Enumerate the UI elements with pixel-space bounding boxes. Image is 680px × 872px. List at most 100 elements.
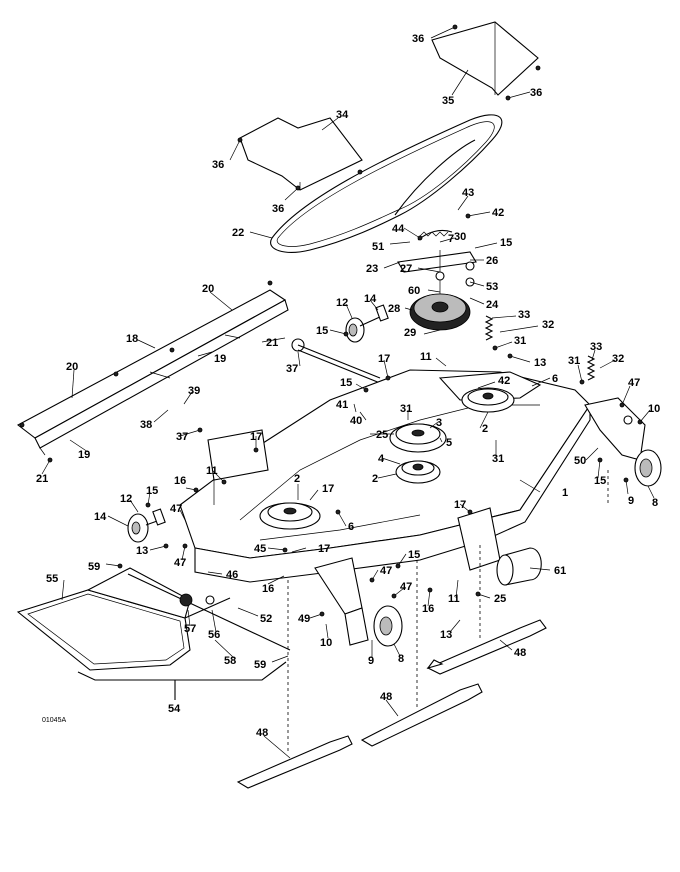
callout-15: 15 xyxy=(340,377,352,389)
callout-31: 31 xyxy=(514,335,526,347)
callout-55: 55 xyxy=(46,573,58,585)
callout-47: 47 xyxy=(400,581,412,593)
callout-45: 45 xyxy=(254,543,266,555)
callout-19: 19 xyxy=(78,449,90,461)
callout-2: 2 xyxy=(482,423,488,435)
callout-3: 3 xyxy=(436,417,442,429)
callout-2: 2 xyxy=(294,473,300,485)
callout-16: 16 xyxy=(422,603,434,615)
callout-42: 42 xyxy=(498,375,510,387)
callout-40: 40 xyxy=(350,415,362,427)
callout-35: 35 xyxy=(442,95,454,107)
callout-11: 11 xyxy=(448,593,460,605)
callout-31: 31 xyxy=(400,403,412,415)
callout-10: 10 xyxy=(648,403,660,415)
callout-57: 57 xyxy=(184,623,196,635)
callout-21: 21 xyxy=(266,337,278,349)
chute-hinge-rod xyxy=(127,573,291,651)
callout-13: 13 xyxy=(534,357,546,369)
callout-20: 20 xyxy=(202,283,214,295)
callout-12: 12 xyxy=(336,297,348,309)
callout-12: 12 xyxy=(120,493,132,505)
callout-13: 13 xyxy=(440,629,452,641)
callout-5: 5 xyxy=(446,437,452,449)
callout-8: 8 xyxy=(398,653,404,665)
callout-11: 11 xyxy=(420,351,432,363)
callout-58: 58 xyxy=(224,655,236,667)
callout-36: 36 xyxy=(530,87,542,99)
anti-scalp-wheel-right xyxy=(634,449,662,487)
callout-9: 9 xyxy=(368,655,374,667)
front-hanger-bracket xyxy=(314,557,369,646)
callout-1: 1 xyxy=(562,487,568,499)
callout-25: 25 xyxy=(376,429,388,441)
callout-11: 11 xyxy=(206,465,218,477)
callout-37: 37 xyxy=(286,363,298,375)
callout-15: 15 xyxy=(594,475,606,487)
callout-48: 48 xyxy=(514,647,526,659)
callout-17: 17 xyxy=(378,353,390,365)
callout-61: 61 xyxy=(554,565,566,577)
callout-30: 30 xyxy=(454,231,466,243)
callout-26: 26 xyxy=(486,255,498,267)
callout-29: 29 xyxy=(404,327,416,339)
callout-48: 48 xyxy=(380,691,392,703)
bracket-54 xyxy=(77,661,287,700)
callout-48: 48 xyxy=(256,727,268,739)
callout-17: 17 xyxy=(322,483,334,495)
idler-pulley xyxy=(409,293,471,331)
callout-13: 13 xyxy=(136,545,148,557)
callout-8: 8 xyxy=(652,497,658,509)
callout-27: 27 xyxy=(400,263,412,275)
callout-50: 50 xyxy=(574,455,586,467)
callout-49: 49 xyxy=(298,613,310,625)
callout-31: 31 xyxy=(492,453,504,465)
callout-4: 4 xyxy=(378,453,385,465)
callout-46: 46 xyxy=(226,569,238,581)
pivot-rod xyxy=(291,338,381,384)
callout-7: 7 xyxy=(448,233,454,245)
callout-36: 36 xyxy=(412,33,424,45)
callout-56: 56 xyxy=(208,629,220,641)
callout-labels: 36 35 36 34 36 36 22 43 42 44 30 7 51 15… xyxy=(36,33,660,739)
blade-center xyxy=(360,683,483,747)
callout-15: 15 xyxy=(146,485,158,497)
callout-17: 17 xyxy=(454,499,466,511)
callout-15: 15 xyxy=(408,549,420,561)
callout-16: 16 xyxy=(262,583,274,595)
callout-47: 47 xyxy=(628,377,640,389)
callout-2: 2 xyxy=(372,473,378,485)
callout-31: 31 xyxy=(568,355,580,367)
callout-38: 38 xyxy=(140,419,152,431)
callout-23: 23 xyxy=(366,263,378,275)
callout-36: 36 xyxy=(212,159,224,171)
callout-53: 53 xyxy=(486,281,498,293)
callout-32: 32 xyxy=(542,319,554,331)
spindle-pulley-right xyxy=(461,387,515,413)
callout-6: 6 xyxy=(348,521,354,533)
belt-cover-right xyxy=(431,21,539,96)
gauge-wheel-left xyxy=(127,508,166,543)
alignment-lines xyxy=(287,470,609,752)
callout-52: 52 xyxy=(260,613,272,625)
callout-14: 14 xyxy=(364,293,377,305)
belt-cover-left xyxy=(239,117,363,191)
callout-16: 16 xyxy=(174,475,186,487)
callout-42: 42 xyxy=(492,207,504,219)
callout-59: 59 xyxy=(88,561,100,573)
spindle-pulley-center-upper xyxy=(389,423,447,453)
callout-37: 37 xyxy=(176,431,188,443)
callout-9: 9 xyxy=(628,495,634,507)
callout-39: 39 xyxy=(188,385,200,397)
callout-43: 43 xyxy=(462,187,474,199)
mulch-plate xyxy=(16,567,231,671)
callout-41: 41 xyxy=(336,399,348,411)
callout-34: 34 xyxy=(336,109,349,121)
callout-51: 51 xyxy=(372,241,384,253)
callout-6: 6 xyxy=(552,373,558,385)
blade-left xyxy=(236,735,353,789)
callout-17: 17 xyxy=(250,431,262,443)
callout-28: 28 xyxy=(388,303,400,315)
spindle-pulley-left xyxy=(259,502,321,530)
